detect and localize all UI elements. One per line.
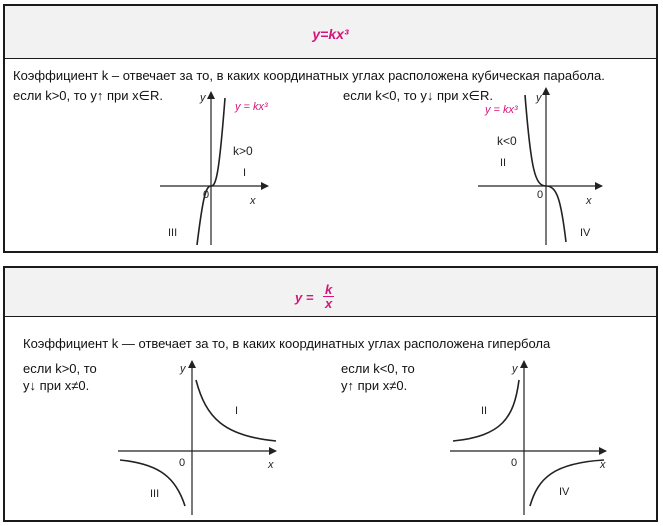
- cubic-negative-graph: y x 0 y = kx³ k<0 II IV: [478, 87, 603, 245]
- hyperbola-header: y = k x: [5, 268, 656, 317]
- curve-label: y = kx³: [234, 101, 268, 113]
- hyperbola-negative-monotonic: y↑ при x≠0.: [341, 378, 408, 393]
- x-axis-label: x: [585, 195, 592, 207]
- y-axis-label: y: [511, 363, 519, 375]
- origin-label: 0: [179, 457, 185, 469]
- y-axis-label: y: [179, 363, 187, 375]
- formula-lhs: y =: [295, 290, 314, 305]
- quadrant-label: IV: [559, 486, 570, 498]
- cubic-formula: y=kx³: [312, 26, 349, 42]
- hyperbola-branch: [452, 379, 520, 442]
- hyperbola-branch: [119, 459, 186, 507]
- cubic-card: y=kx³ Коэффициент k – отвечает за то, в …: [3, 4, 658, 253]
- hyperbola-negative-case: если k<0, то: [341, 361, 415, 376]
- quadrant-label: I: [243, 167, 246, 179]
- x-axis-label: x: [267, 459, 274, 471]
- x-axis-label: x: [249, 195, 256, 207]
- hyperbola-formula: y = k x: [295, 282, 335, 311]
- x-axis-label: x: [599, 459, 606, 471]
- origin-label: 0: [537, 189, 543, 201]
- hyperbola-negative-graph: y x 0 II IV: [450, 360, 607, 515]
- formula-numerator: k: [323, 282, 335, 297]
- y-axis-label: y: [535, 92, 543, 104]
- quadrant-label: II: [500, 157, 506, 169]
- quadrant-label: II: [481, 405, 487, 417]
- quadrant-label: I: [235, 405, 238, 417]
- hyperbola-positive-monotonic: y↓ при x≠0.: [23, 378, 90, 393]
- quadrant-label: III: [150, 488, 159, 500]
- origin-label: 0: [511, 457, 517, 469]
- formula-denominator: x: [325, 296, 333, 311]
- hyperbola-positive-graph: y x 0 I III: [118, 360, 277, 515]
- y-axis-label: y: [199, 92, 207, 104]
- quadrant-label: III: [168, 227, 177, 239]
- hyperbola-branch: [529, 459, 605, 507]
- cubic-header: y=kx³: [5, 6, 656, 59]
- cubic-curve: [524, 94, 567, 243]
- cubic-positive-case: если k>0, то y↑ при x∈R.: [13, 88, 163, 103]
- hyperbola-description: Коэффициент k — отвечает за то, в каких …: [23, 336, 551, 351]
- k-label: k<0: [497, 134, 517, 148]
- k-label: k>0: [233, 144, 253, 158]
- hyperbola-positive-case: если k>0, то: [23, 361, 97, 376]
- cubic-positive-graph: y x 0 y = kx³ k>0 I III: [160, 91, 269, 246]
- origin-label: 0: [203, 189, 209, 201]
- curve-label: y = kx³: [484, 104, 518, 116]
- hyperbola-branch: [195, 379, 277, 442]
- quadrant-label: IV: [580, 227, 591, 239]
- hyperbola-card: y = k x Коэффициент k — отвечает за то, …: [3, 266, 658, 522]
- cubic-description: Коэффициент k – отвечает за то, в каких …: [13, 68, 605, 83]
- cubic-negative-case: если k<0, то y↓ при x∈R.: [343, 88, 493, 103]
- cubic-curve: [196, 97, 226, 246]
